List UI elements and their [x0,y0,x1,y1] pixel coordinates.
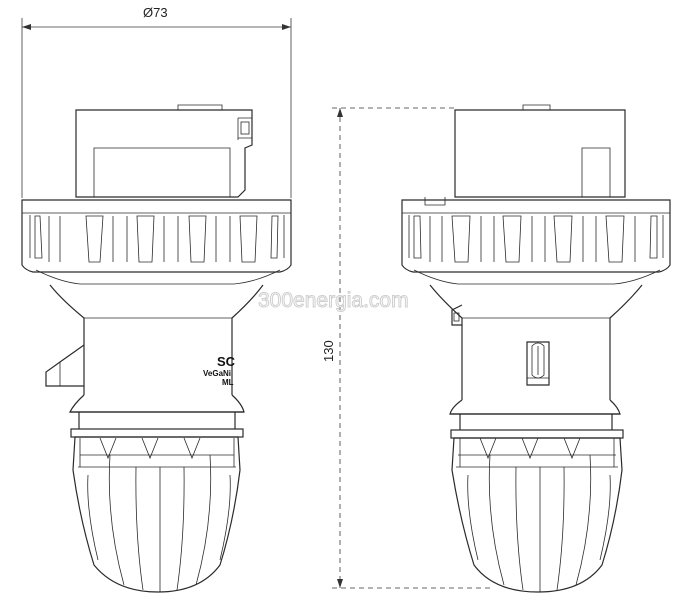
marking-line3: ML [222,378,234,387]
marking-line1: SC [217,354,236,369]
height-label: 130 [321,340,336,362]
diameter-label: Ø73 [143,5,168,20]
diameter-dimension: Ø73 [21,5,292,198]
side-ring-ribs [29,215,285,263]
watermark: 300energia.com [258,289,409,312]
marking-line2: VeGaNi [203,369,231,378]
height-dimension: 130 [321,107,490,589]
front-ring-ribs [408,215,664,263]
plug-side-view: SC VeGaNi ML [21,104,292,593]
plug-front-view [401,104,671,593]
